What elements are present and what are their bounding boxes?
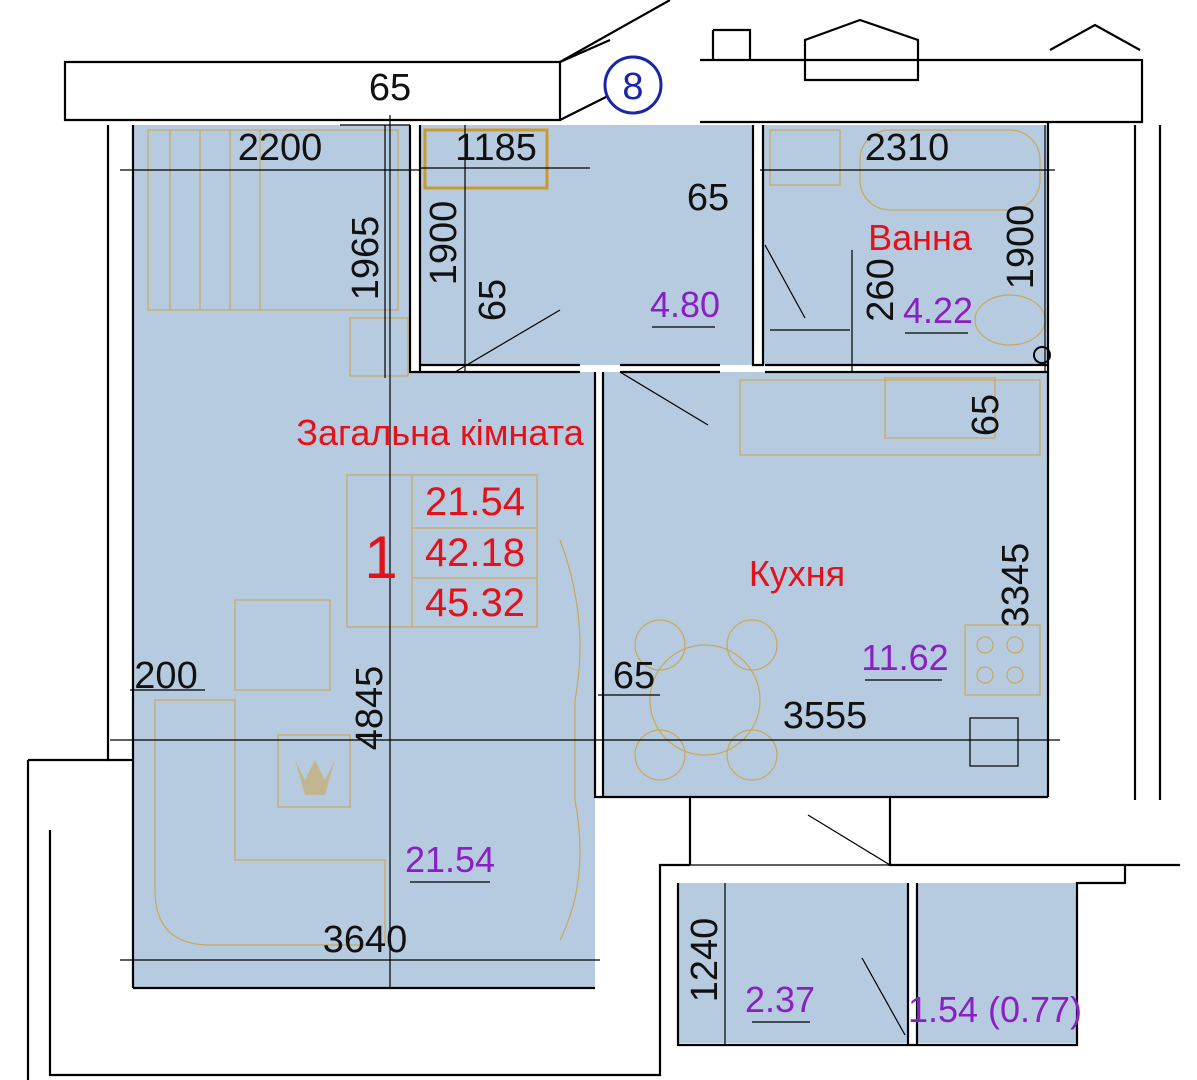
room-fills bbox=[133, 125, 1077, 1043]
dim-65-top: 65 bbox=[369, 67, 411, 109]
kitchen-fill bbox=[603, 372, 1048, 797]
living-area: 21.54 bbox=[425, 480, 525, 524]
axis-marker-label: 8 bbox=[622, 66, 643, 108]
living-room-fill bbox=[133, 125, 595, 988]
dim-2200: 2200 bbox=[238, 127, 323, 169]
tv-stand bbox=[559, 539, 581, 941]
dim-3640: 3640 bbox=[323, 919, 408, 961]
wardrobe-rail bbox=[423, 128, 549, 190]
dim-200: 200 bbox=[134, 655, 197, 697]
area-bathroom: 4.22 bbox=[903, 290, 973, 331]
balcony-left-fill bbox=[678, 883, 908, 1043]
dim-65-kitchen: 65 bbox=[613, 655, 655, 697]
area-kitchen: 11.62 bbox=[861, 637, 948, 678]
area-hall: 4.80 bbox=[650, 284, 720, 325]
furniture bbox=[147, 128, 1046, 946]
bed bbox=[147, 129, 399, 311]
total-area: 45.32 bbox=[425, 581, 525, 625]
sink bbox=[884, 377, 996, 439]
hall-fill bbox=[420, 125, 753, 365]
washbasin bbox=[769, 129, 841, 186]
room-count: 1 bbox=[364, 524, 397, 591]
kitchen-counter bbox=[739, 379, 1041, 456]
stove bbox=[964, 624, 1041, 696]
dim-3345: 3345 bbox=[995, 543, 1037, 628]
coffee-table bbox=[277, 734, 351, 808]
room-name-kitchen: Кухня bbox=[749, 553, 845, 594]
fridge bbox=[969, 717, 1019, 767]
wall-elements bbox=[1033, 346, 1051, 364]
nightstand bbox=[349, 317, 409, 377]
usable-area: 42.18 bbox=[425, 531, 525, 575]
area-balcony-left: 2.37 bbox=[745, 979, 815, 1020]
dim-1965: 1965 bbox=[345, 216, 387, 301]
dim-4845: 4845 bbox=[349, 666, 391, 751]
riser-pipe bbox=[1033, 346, 1051, 364]
dimension-lines bbox=[110, 115, 1060, 1045]
armchair bbox=[234, 599, 331, 691]
area-balcony-right: 1.54 (0.77) bbox=[908, 989, 1082, 1030]
dim-2310: 2310 bbox=[865, 127, 950, 169]
dim-1240: 1240 bbox=[684, 918, 726, 1003]
dim-3555: 3555 bbox=[783, 695, 868, 737]
dining-table bbox=[649, 644, 761, 756]
apartment-summary: 1 21.54 42.18 45.32 bbox=[364, 480, 525, 625]
dim-260: 260 bbox=[860, 258, 902, 321]
dim-1900-bath: 1900 bbox=[1000, 205, 1042, 290]
dim-65-hall-vertical: 65 bbox=[472, 279, 514, 321]
room-areas: 21.54 4.80 4.22 11.62 2.37 1.54 (0.77) bbox=[405, 284, 1082, 1030]
axis-marker-circle bbox=[603, 55, 663, 115]
bathroom-fill bbox=[763, 125, 1048, 365]
dim-65-hall: 65 bbox=[687, 177, 729, 219]
room-name-living: Загальна кімната bbox=[296, 412, 584, 453]
door-swings bbox=[454, 244, 906, 1036]
dimension-labels: 65 2200 1185 2310 65 1965 1900 65 1900 2… bbox=[134, 67, 1042, 1002]
axis-marker: 8 bbox=[603, 55, 663, 115]
balcony-right-fill bbox=[917, 883, 1077, 1043]
plant bbox=[295, 760, 335, 795]
dim-1900-hall: 1900 bbox=[423, 201, 465, 286]
dim-65-kitchen-vertical: 65 bbox=[965, 394, 1007, 436]
area-living: 21.54 bbox=[405, 839, 495, 880]
room-name-bathroom: Ванна bbox=[868, 217, 973, 258]
room-names: Загальна кімната Ванна Кухня bbox=[296, 217, 973, 594]
dim-1185: 1185 bbox=[455, 127, 537, 169]
sofa bbox=[154, 699, 386, 946]
